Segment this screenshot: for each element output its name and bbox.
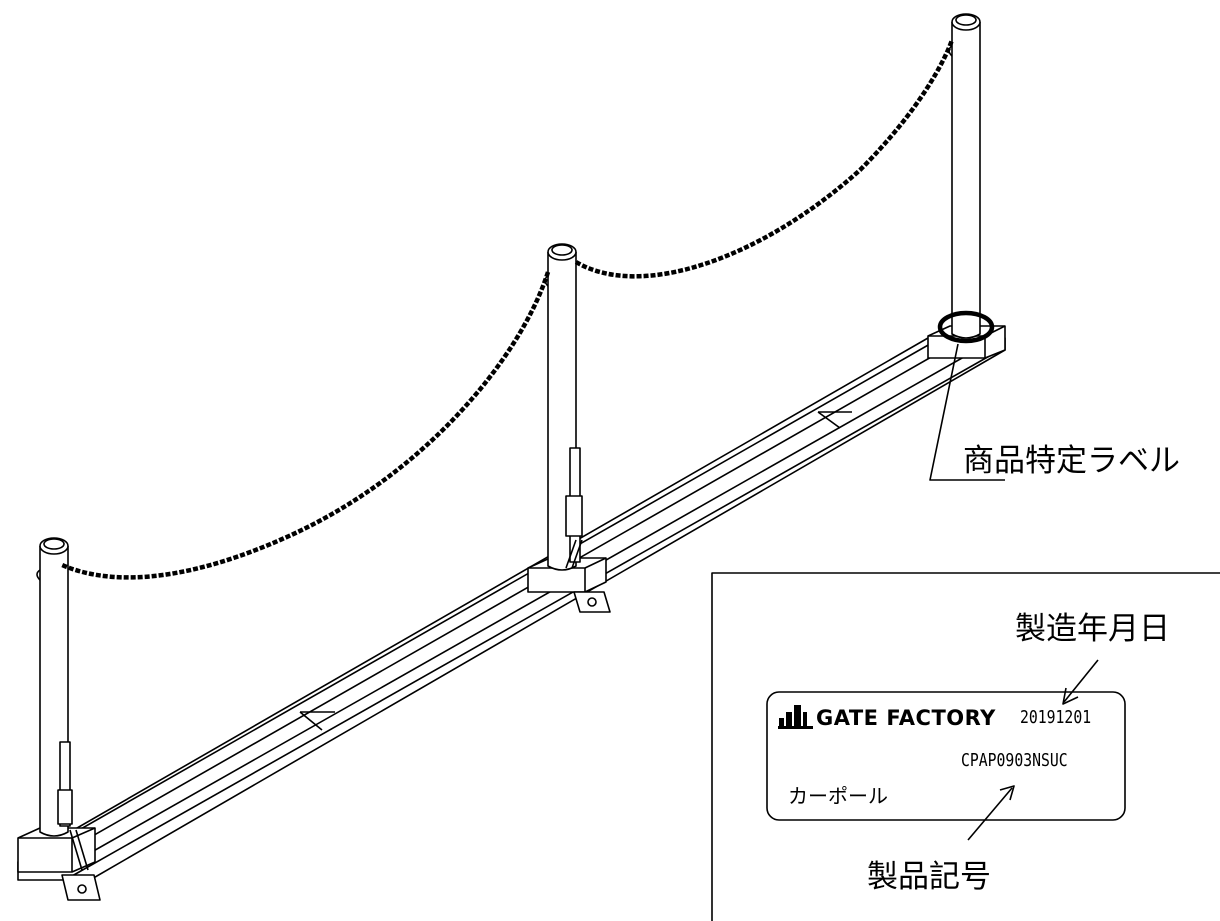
label-highlight-ring — [937, 310, 995, 344]
post-left — [17, 537, 101, 901]
code-arrow — [967, 785, 1015, 841]
date-arrow — [1062, 659, 1099, 705]
callout-label: 商品特定ラベル — [963, 443, 1180, 479]
brand-name: GATE FACTORY — [816, 706, 996, 730]
callout-leader-line — [929, 343, 1005, 481]
post-right — [927, 13, 1006, 359]
date-caption: 製造年月日 — [1015, 611, 1170, 647]
chain-right — [574, 39, 955, 279]
chain-left — [61, 271, 551, 580]
bar-building-logo-icon — [778, 705, 813, 729]
product-code: CPAP0903NSUC — [961, 750, 1068, 771]
inset-frame — [711, 572, 1220, 921]
manufacture-date: 20191201 — [1020, 707, 1092, 728]
product-label-card — [766, 691, 1126, 821]
product-name: カーポール — [788, 784, 888, 808]
post-middle — [527, 243, 611, 613]
code-caption: 製品記号 — [867, 859, 991, 895]
